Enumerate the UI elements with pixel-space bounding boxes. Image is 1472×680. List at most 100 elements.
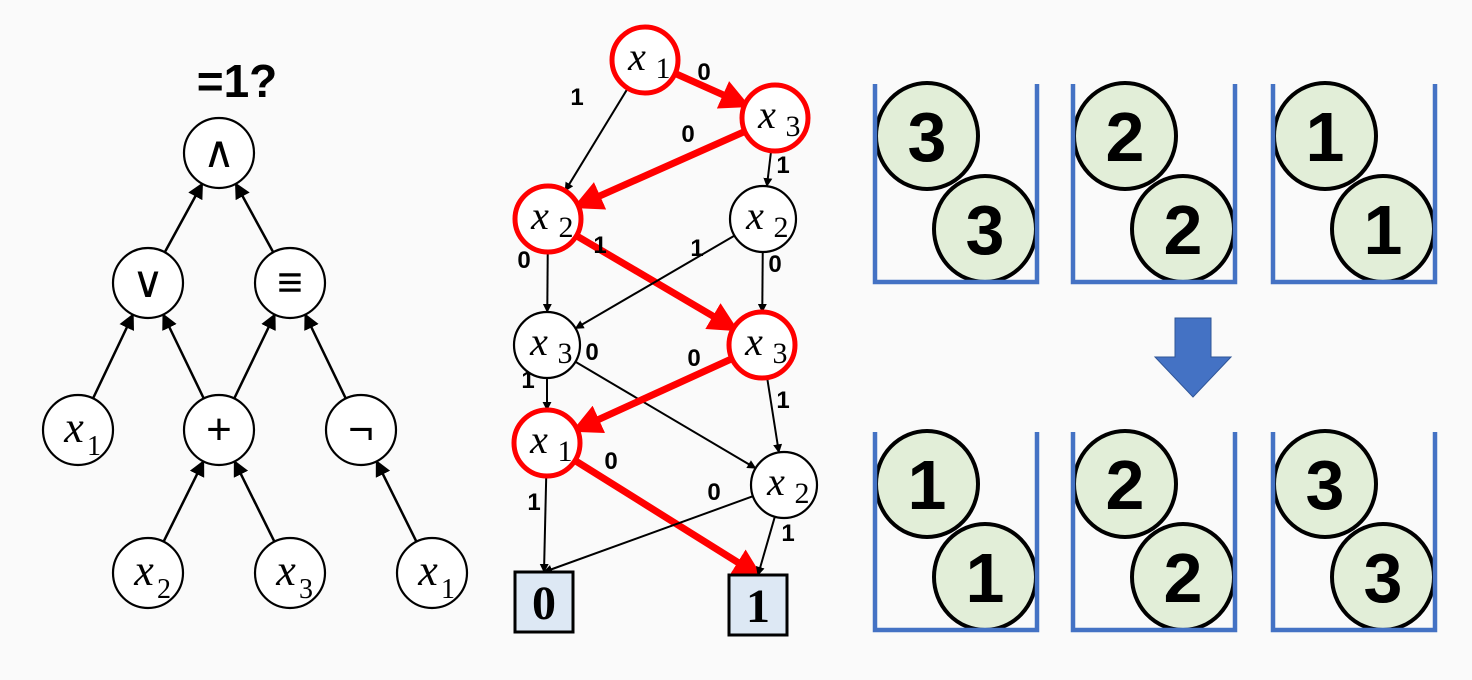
bin: 11 bbox=[872, 429, 1040, 633]
bdd-edge-label: 1 bbox=[527, 489, 540, 516]
circuit-edge bbox=[163, 182, 204, 253]
bdd-edge: 1 bbox=[763, 150, 790, 188]
bin: 11 bbox=[1270, 81, 1438, 285]
bin: 33 bbox=[1270, 429, 1438, 633]
down-arrow-icon bbox=[1153, 317, 1233, 398]
variable-subscript: 1 bbox=[656, 52, 671, 85]
circuit-node-or: ∨ bbox=[111, 246, 185, 320]
terminal-label: 1 bbox=[746, 580, 770, 633]
variable-subscript: 3 bbox=[773, 337, 788, 370]
variable-label: x bbox=[745, 193, 764, 238]
circuit-edge bbox=[162, 459, 205, 543]
ball-label: 3 bbox=[966, 191, 1005, 269]
variable-subscript: 2 bbox=[157, 574, 171, 605]
bdd-terminal-0: 0 bbox=[513, 570, 575, 634]
bin-outline bbox=[1070, 84, 1238, 285]
operator-label: ≡ bbox=[277, 258, 303, 307]
circuit-question: =1? bbox=[197, 55, 278, 107]
variable-subscript: 1 bbox=[441, 574, 455, 605]
variable-label: x bbox=[529, 417, 548, 462]
bdd-edge-highlighted: 0 bbox=[571, 345, 734, 434]
variable-subscript: 3 bbox=[299, 574, 313, 605]
bdd-edge-label: 0 bbox=[604, 448, 617, 475]
bdd-edge: 0 bbox=[517, 247, 552, 313]
bdd-edge-label: 0 bbox=[517, 247, 530, 274]
ball-label: 2 bbox=[1164, 539, 1203, 617]
ball: 2 bbox=[1072, 429, 1178, 539]
circuit-edge bbox=[233, 313, 276, 400]
variable-subscript: 1 bbox=[558, 435, 573, 468]
terminal-label: 0 bbox=[532, 577, 556, 630]
bdd-edge: 0 bbox=[574, 339, 757, 470]
bdd-edge-label: 1 bbox=[776, 387, 789, 414]
ball-label: 2 bbox=[1106, 446, 1145, 524]
variable-label: x bbox=[133, 546, 154, 595]
bdd-terminal-1: 1 bbox=[727, 573, 789, 637]
bdd-edge-highlighted: 0 bbox=[573, 448, 764, 579]
circuit-node-and: ∧ bbox=[182, 116, 256, 190]
circuit-node-equiv: ≡ bbox=[253, 246, 327, 320]
ball: 2 bbox=[1130, 522, 1236, 632]
ball-label: 3 bbox=[1364, 539, 1403, 617]
circuit-edge bbox=[162, 313, 205, 400]
bdd-edge: 1 bbox=[766, 377, 790, 454]
bin: 22 bbox=[1070, 429, 1238, 633]
variable-subscript: 3 bbox=[786, 110, 801, 143]
circuit-edge bbox=[91, 313, 135, 399]
ball: 3 bbox=[1330, 522, 1436, 632]
circuit-edge bbox=[234, 182, 275, 253]
ball-label: 3 bbox=[908, 98, 947, 176]
variable-subscript: 2 bbox=[774, 211, 789, 244]
variable-label: x bbox=[529, 319, 548, 364]
bdd-edge-highlighted: 0 bbox=[673, 59, 751, 109]
circuit-edge bbox=[233, 459, 276, 543]
variable-subscript: 2 bbox=[559, 211, 574, 244]
variable-label: x bbox=[744, 319, 763, 364]
variable-label: x bbox=[275, 546, 296, 595]
operator-label: ∧ bbox=[203, 128, 235, 177]
variable-subscript: 1 bbox=[87, 431, 101, 462]
operator-label: + bbox=[206, 405, 232, 454]
bdd-edge: 1 bbox=[574, 234, 735, 330]
bdd-edge-label: 0 bbox=[681, 121, 694, 148]
ball: 2 bbox=[1130, 174, 1236, 284]
bdd-edge-label: 0 bbox=[687, 345, 700, 372]
bdd-edge: 0 bbox=[543, 479, 754, 574]
variable-label: x bbox=[417, 546, 438, 595]
variable-label: x bbox=[627, 34, 646, 79]
circuit-node-not: ¬ bbox=[324, 393, 398, 467]
bin: 22 bbox=[1070, 81, 1238, 285]
bin-outline bbox=[872, 84, 1040, 285]
ball-label: 2 bbox=[1164, 191, 1203, 269]
variable-label: x bbox=[766, 459, 785, 504]
variable-label: x bbox=[757, 92, 776, 137]
ball: 3 bbox=[1272, 429, 1378, 539]
bdd-edge-label: 1 bbox=[690, 235, 703, 262]
bdd-edge-highlighted: 0 bbox=[572, 121, 747, 210]
ball: 2 bbox=[1072, 81, 1178, 191]
ball: 1 bbox=[874, 429, 980, 539]
bin-outline bbox=[1270, 432, 1438, 633]
bin: 33 bbox=[872, 81, 1040, 285]
ball-label: 2 bbox=[1106, 98, 1145, 176]
bin-outline bbox=[1270, 84, 1438, 285]
ball-label: 1 bbox=[1364, 191, 1403, 269]
bin-outline bbox=[872, 432, 1040, 633]
operator-label: ¬ bbox=[348, 405, 374, 454]
ball: 3 bbox=[932, 174, 1038, 284]
variable-label: x bbox=[530, 193, 549, 238]
